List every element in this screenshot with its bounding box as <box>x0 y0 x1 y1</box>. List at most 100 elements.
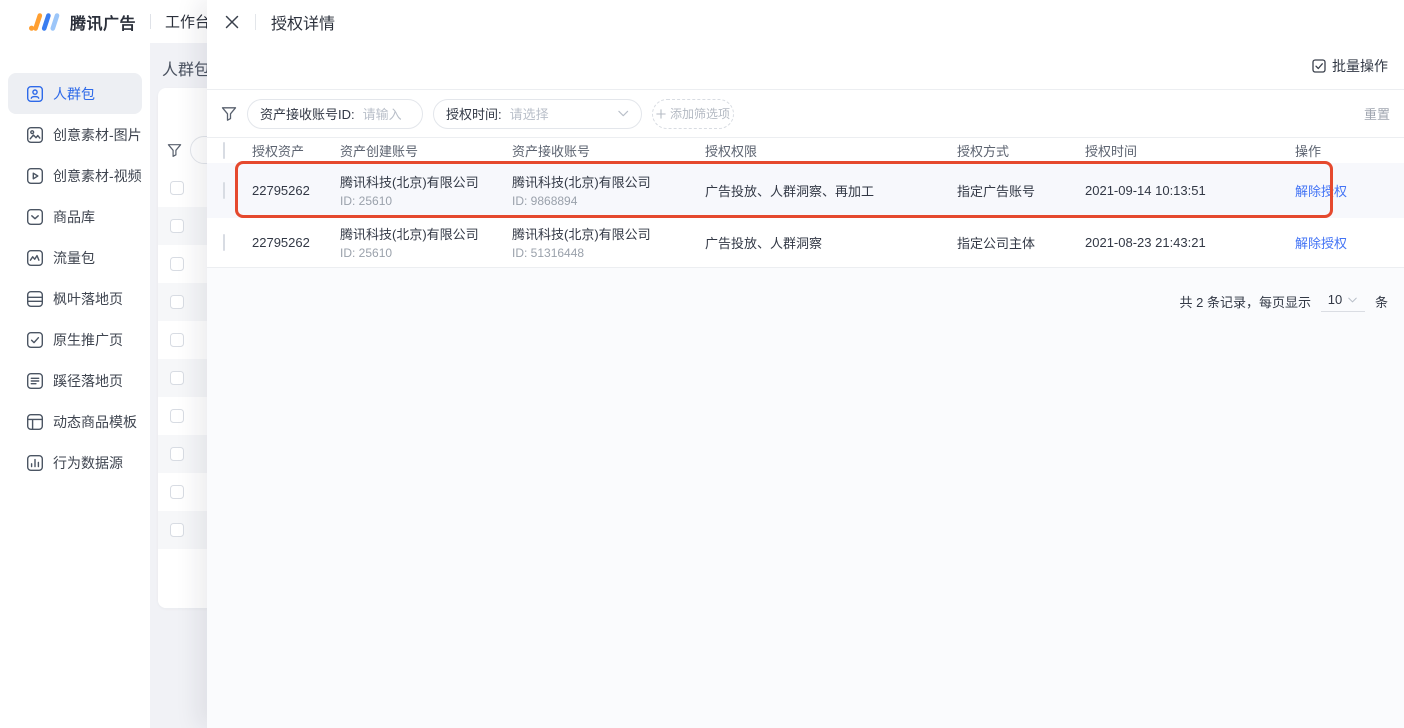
product-library-icon <box>26 208 44 226</box>
native-page-icon <box>26 331 44 349</box>
row-checkbox[interactable] <box>170 181 184 195</box>
background-table-row <box>158 245 278 283</box>
filter-funnel-icon <box>221 106 237 121</box>
cell-permissions: 广告投放、人群洞察、再加工 <box>705 184 875 199</box>
revoke-auth-link[interactable]: 解除授权 <box>1295 236 1348 251</box>
close-icon[interactable] <box>224 14 240 30</box>
cell-creator-account: 腾讯科技(北京)有限公司 ID: 25610 <box>340 226 512 260</box>
background-table-row <box>158 169 278 207</box>
sidebar-item-label: 枫叶落地页 <box>53 290 123 307</box>
select-all-checkbox[interactable] <box>223 142 225 159</box>
plus-icon <box>656 108 666 119</box>
sidebar-item-label: 行为数据源 <box>53 454 123 471</box>
row-checkbox[interactable] <box>170 447 184 461</box>
cell-auth-asset: 22795262 <box>252 235 310 250</box>
maple-page-icon <box>26 290 44 308</box>
asset-receiver-id-input[interactable]: 资产接收账号ID: 请输入 <box>247 98 423 129</box>
column-header: 授权权限 <box>705 144 758 159</box>
row-checkbox[interactable] <box>170 409 184 423</box>
column-header: 资产接收账号 <box>512 144 591 159</box>
tencent-ads-logo-icon <box>29 12 60 31</box>
drawer-body-background: 共 2 条记录，每页显示 10 条 <box>207 268 1404 728</box>
column-header: 授权方式 <box>957 144 1010 159</box>
sidebar-item-label: 人群包 <box>53 85 95 102</box>
cell-permissions: 广告投放、人群洞察 <box>705 236 823 251</box>
creator-name: 腾讯科技(北京)有限公司 <box>340 226 479 242</box>
sidebar: 人群包创意素材-图片创意素材-视频商品库流量包枫叶落地页原生推广页蹊径落地页动态… <box>0 43 150 728</box>
row-checkbox[interactable] <box>170 333 184 347</box>
revoke-auth-link[interactable]: 解除授权 <box>1295 184 1348 199</box>
image-icon <box>26 126 44 144</box>
sidebar-item-商品库[interactable]: 商品库 <box>8 196 142 237</box>
reset-button[interactable]: 重置 <box>1363 107 1390 122</box>
row-checkbox[interactable] <box>223 234 225 251</box>
add-filter-button[interactable]: 添加筛选项 <box>652 98 734 129</box>
row-checkbox[interactable] <box>170 485 184 499</box>
row-checkbox[interactable] <box>170 371 184 385</box>
row-checkbox[interactable] <box>170 523 184 537</box>
path-page-icon <box>26 372 44 390</box>
row-checkbox[interactable] <box>223 182 225 199</box>
sidebar-item-label: 蹊径落地页 <box>53 372 123 389</box>
cell-auth-time: 2021-09-14 10:13:51 <box>1085 183 1206 198</box>
sidebar-item-label: 流量包 <box>53 249 95 266</box>
drawer-title: 授权详情 <box>271 15 336 33</box>
cell-auth-method: 指定公司主体 <box>957 236 1036 251</box>
sidebar-item-行为数据源[interactable]: 行为数据源 <box>8 442 142 483</box>
column-header: 操作 <box>1295 144 1322 159</box>
background-table-row <box>158 473 278 511</box>
column-header: 授权资产 <box>252 144 305 159</box>
record-summary: 共 2 条记录，每页显示 <box>1179 294 1311 310</box>
auth-time-select[interactable]: 授权时间: 请选择 <box>433 98 642 129</box>
workspace-link[interactable]: 工作台 <box>165 14 211 31</box>
row-checkbox[interactable] <box>170 295 184 309</box>
audience-icon <box>26 85 44 103</box>
behavior-data-icon <box>26 454 44 472</box>
batch-operation-label: 批量操作 <box>1332 58 1388 74</box>
row-checkbox[interactable] <box>170 219 184 233</box>
drawer-toolbar: 批量操作 <box>207 43 1404 90</box>
page-size-value: 10 <box>1327 292 1343 307</box>
receiver-name: 腾讯科技(北京)有限公司 <box>512 226 651 242</box>
row-checkbox[interactable] <box>170 257 184 271</box>
cell-auth-time: 2021-08-23 21:43:21 <box>1085 235 1206 250</box>
page-title: 人群包 <box>162 62 211 79</box>
cell-receiver-account: 腾讯科技(北京)有限公司 ID: 51316448 <box>512 226 705 260</box>
sidebar-item-流量包[interactable]: 流量包 <box>8 237 142 278</box>
receiver-id: ID: 51316448 <box>512 245 585 260</box>
page-size-select[interactable]: 10 <box>1320 290 1365 312</box>
column-header: 资产创建账号 <box>340 144 419 159</box>
select-all-cell <box>207 142 252 159</box>
background-table-row <box>158 397 278 435</box>
sidebar-item-label: 创意素材-视频 <box>53 167 142 184</box>
checkbox-check-icon <box>1312 59 1326 73</box>
brand-name: 腾讯广告 <box>70 15 137 33</box>
cell-auth-asset: 22795262 <box>252 183 310 198</box>
chevron-down-icon <box>1348 297 1358 303</box>
row-checkbox-cell <box>207 182 252 199</box>
sidebar-item-原生推广页[interactable]: 原生推广页 <box>8 319 142 360</box>
topbar-divider <box>150 14 152 29</box>
drawer-header: 授权详情 <box>207 0 1404 43</box>
pagination: 共 2 条记录，每页显示 10 条 <box>207 268 1404 312</box>
sidebar-item-创意素材-视频[interactable]: 创意素材-视频 <box>8 155 142 196</box>
sidebar-item-蹊径落地页[interactable]: 蹊径落地页 <box>8 360 142 401</box>
sidebar-item-label: 原生推广页 <box>53 331 123 348</box>
traffic-icon <box>26 249 44 267</box>
receiver-id: ID: 9868894 <box>512 193 578 208</box>
sidebar-item-label: 商品库 <box>53 208 95 225</box>
add-filter-label: 添加筛选项 <box>670 107 731 121</box>
batch-operation-button[interactable]: 批量操作 <box>1312 56 1388 76</box>
sidebar-item-label: 创意素材-图片 <box>53 126 142 143</box>
sidebar-item-人群包[interactable]: 人群包 <box>8 73 142 114</box>
sidebar-item-动态商品模板[interactable]: 动态商品模板 <box>8 401 142 442</box>
creator-id: ID: 25610 <box>340 245 393 260</box>
video-icon <box>26 167 44 185</box>
sidebar-item-枫叶落地页[interactable]: 枫叶落地页 <box>8 278 142 319</box>
cell-action: 解除授权 <box>1295 181 1404 200</box>
filter-funnel-icon <box>167 143 182 157</box>
sidebar-item-创意素材-图片[interactable]: 创意素材-图片 <box>8 114 142 155</box>
